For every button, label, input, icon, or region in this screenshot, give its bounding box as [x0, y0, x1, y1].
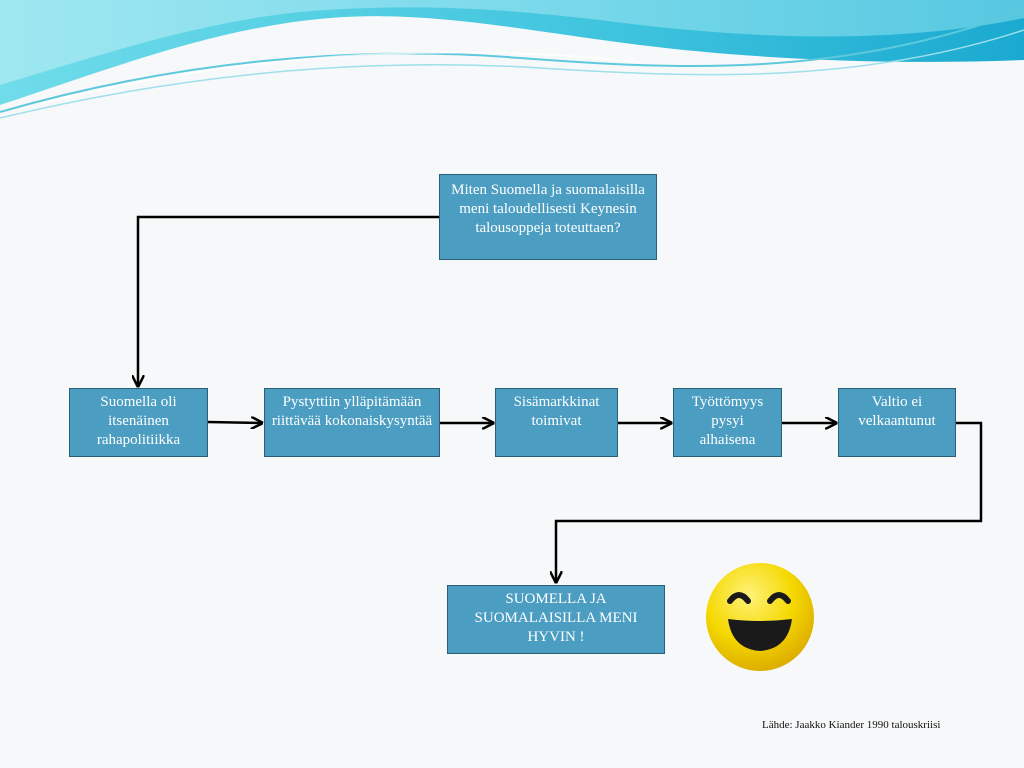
- source-citation: Lähde: Jaakko Kiander 1990 talouskriisi: [762, 719, 941, 731]
- smiley-icon: [706, 563, 814, 671]
- question-box: Miten Suomella ja suomalaisilla meni tal…: [439, 174, 657, 260]
- wave-decoration: [0, 0, 1024, 119]
- arrow-question-to-monetary: [138, 215, 440, 386]
- result-box: SUOMELLA JA SUOMALAISILLA MENI HYVIN !: [447, 585, 665, 654]
- monetary-policy-box: Suomella oli itsenäinen rahapolitiikka: [69, 388, 208, 457]
- aggregate-demand-box: Pystyttiin ylläpitämään riittävää kokona…: [264, 388, 440, 457]
- domestic-market-box: Sisämarkkinat toimivat: [495, 388, 618, 457]
- unemployment-box: Työttömyys pysyi alhaisena: [673, 388, 782, 457]
- arrow-debt-to-result: [556, 421, 983, 582]
- arrow-monetary-to-demand: [207, 422, 262, 423]
- state-debt-box: Valtio ei velkaantunut: [838, 388, 956, 457]
